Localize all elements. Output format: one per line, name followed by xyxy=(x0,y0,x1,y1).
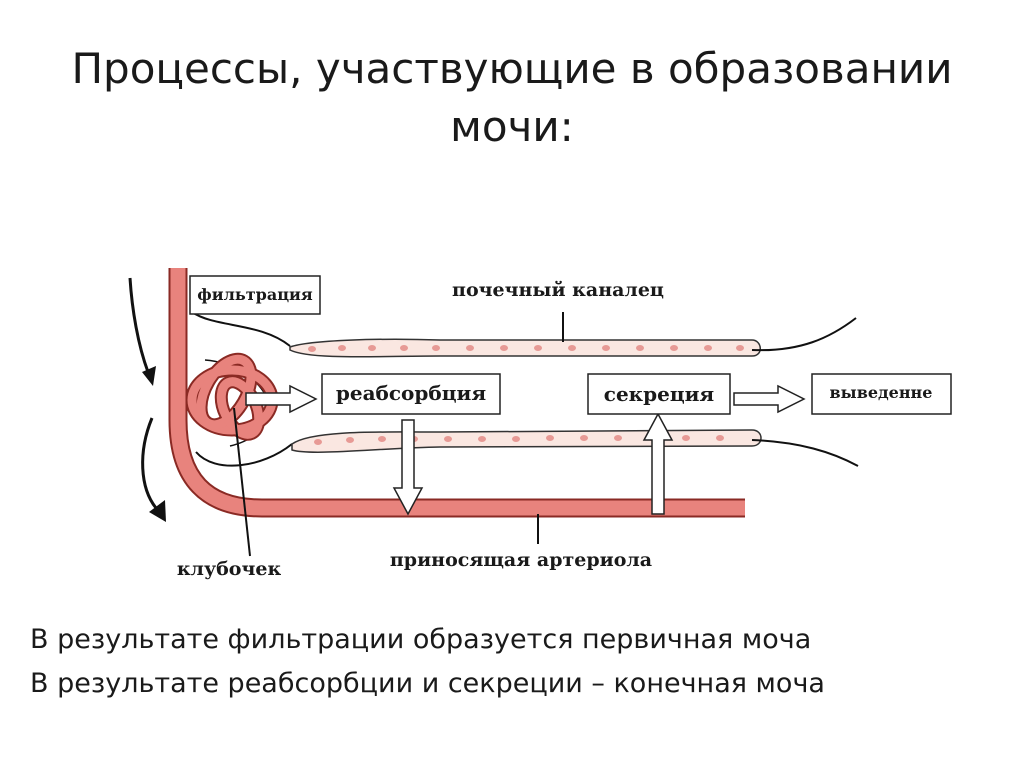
tubule-upper-outer-line xyxy=(751,317,857,352)
secretion-label: секреция xyxy=(604,382,715,406)
glomerulus-label: клубочек xyxy=(177,558,282,580)
slide-title-line-2: мочи: xyxy=(450,102,574,151)
tubule-upper-wall xyxy=(289,317,857,358)
secretion-box xyxy=(587,373,731,415)
slide-title: Процессы, участвующие в образовании мочи… xyxy=(60,40,964,156)
arteriole-label: приносящая артериола xyxy=(390,549,652,571)
summary-notes: В результате фильтрации образуется перви… xyxy=(30,618,990,706)
secretion-arrow xyxy=(642,412,674,515)
glomerulus-pointer-line xyxy=(233,407,251,557)
slide-title-line-1: Процессы, участвующие в образовании xyxy=(71,44,953,93)
excretion-arrow xyxy=(733,384,806,414)
filtration-arrow xyxy=(245,384,318,414)
blood-flow-arrows xyxy=(128,277,166,522)
tubule-label: почечный каналец xyxy=(452,279,664,301)
reabsorption-label: реабсорбция xyxy=(336,381,486,405)
excretion-box xyxy=(811,373,952,415)
reabsorption-arrow xyxy=(392,419,424,516)
note-reabsorption-secretion: В результате реабсорбции и секреции – ко… xyxy=(30,668,825,699)
excretion-label: выведенне xyxy=(830,383,933,402)
filtration-label: фильтрация xyxy=(197,285,313,304)
afferent-arteriole-lumen xyxy=(170,268,745,516)
tubule-lower-outer-line xyxy=(751,439,859,467)
filtration-box xyxy=(189,275,321,315)
tubule-lower-wall xyxy=(291,429,859,467)
reabsorption-box xyxy=(321,373,501,415)
note-filtration: В результате фильтрации образуется перви… xyxy=(30,624,812,655)
